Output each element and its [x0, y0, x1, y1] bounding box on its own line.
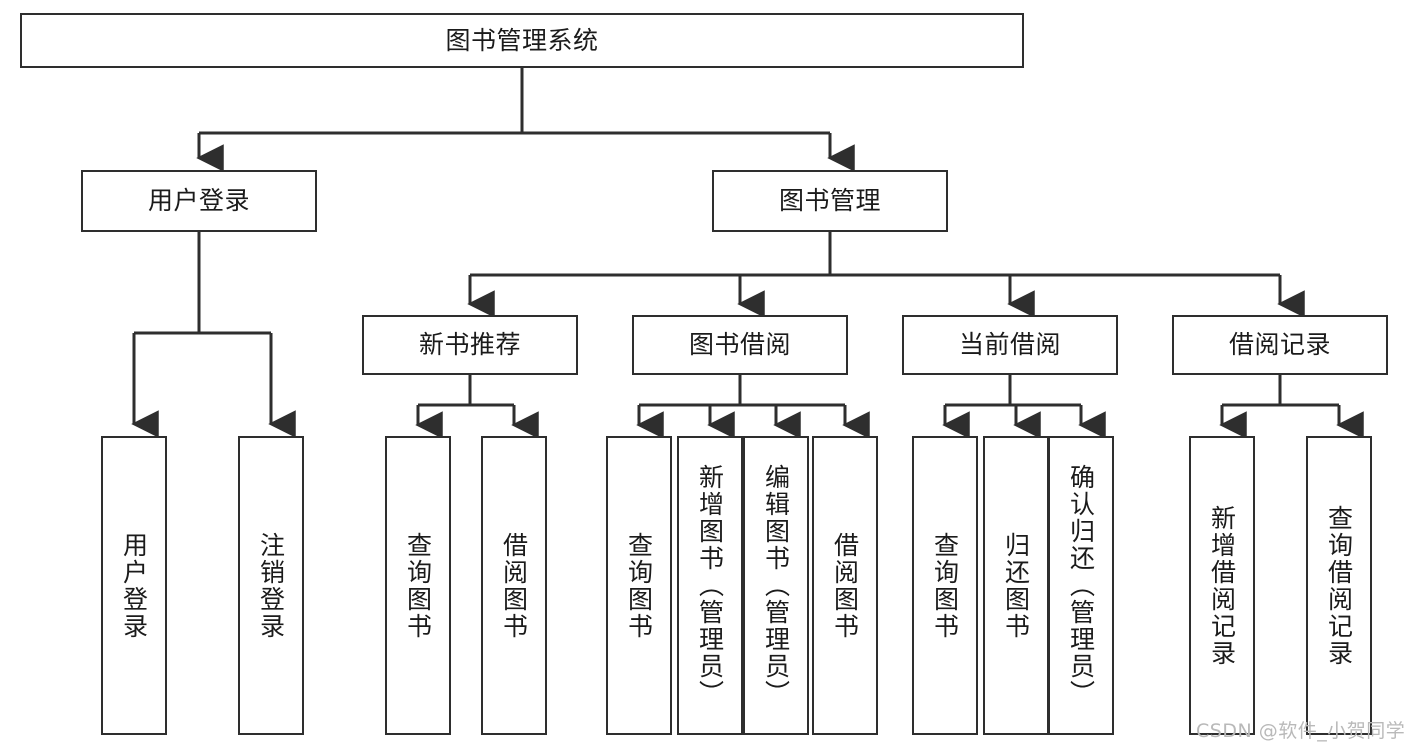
leaf-return-book-label: 归还图书	[1001, 531, 1031, 640]
node-root-label: 图书管理系统	[445, 25, 599, 55]
node-book-management[interactable]: 图书管理	[712, 170, 948, 232]
edges-level1	[196, 68, 855, 172]
leaf-query-book-borrow[interactable]: 查询图书	[606, 436, 672, 735]
leaf-user-login-label: 用户登录	[119, 531, 149, 640]
leaf-return-book[interactable]: 归还图书	[983, 436, 1049, 735]
leaf-add-borrow-record-label: 新增借阅记录	[1207, 504, 1237, 667]
leaf-query-book-current[interactable]: 查询图书	[912, 436, 978, 735]
edges-user-login	[131, 232, 296, 438]
node-current-borrow-label: 当前借阅	[958, 330, 1061, 360]
node-user-login-label: 用户登录	[147, 186, 250, 216]
node-current-borrow[interactable]: 当前借阅	[902, 315, 1118, 375]
leaf-query-borrow-record-label: 查询借阅记录	[1324, 504, 1354, 667]
leaf-query-book-current-label: 查询图书	[930, 531, 960, 640]
leaf-query-book-recommend[interactable]: 查询图书	[385, 436, 451, 735]
node-new-book-recommend[interactable]: 新书推荐	[362, 315, 578, 375]
node-user-login[interactable]: 用户登录	[81, 170, 317, 232]
leaf-borrow-book-label: 借阅图书	[830, 531, 860, 640]
leaf-query-book-borrow-label: 查询图书	[624, 531, 654, 640]
node-new-book-recommend-label: 新书推荐	[418, 330, 521, 360]
edges-borrow-record	[1219, 375, 1364, 439]
node-borrow-record[interactable]: 借阅记录	[1172, 315, 1388, 375]
edges-new-book	[415, 375, 539, 439]
leaf-query-borrow-record[interactable]: 查询借阅记录	[1306, 436, 1372, 735]
leaf-confirm-return-admin[interactable]: 确认归还（管理员）	[1048, 436, 1114, 735]
leaf-logout[interactable]: 注销登录	[238, 436, 304, 735]
leaf-user-login[interactable]: 用户登录	[101, 436, 167, 735]
leaf-confirm-return-admin-label: 确认归还（管理员）	[1066, 464, 1096, 707]
csdn-watermark: CSDN @软件_小贺同学	[1196, 720, 1405, 742]
leaf-query-book-recommend-label: 查询图书	[403, 531, 433, 640]
edges-book-mgmt	[467, 232, 1305, 318]
leaf-add-book-admin-label: 新增图书（管理员）	[695, 464, 725, 707]
leaf-edit-book-admin[interactable]: 编辑图书（管理员）	[743, 436, 809, 735]
leaf-edit-book-admin-label: 编辑图书（管理员）	[761, 464, 791, 707]
edges-current-borrow	[942, 375, 1106, 439]
node-book-borrow[interactable]: 图书借阅	[632, 315, 848, 375]
node-root[interactable]: 图书管理系统	[20, 13, 1024, 68]
leaf-logout-label: 注销登录	[256, 531, 286, 640]
node-borrow-record-label: 借阅记录	[1228, 330, 1331, 360]
leaf-add-borrow-record[interactable]: 新增借阅记录	[1189, 436, 1255, 735]
edges-book-borrow	[636, 375, 870, 439]
node-book-management-label: 图书管理	[778, 186, 881, 216]
leaf-borrow-book-recommend[interactable]: 借阅图书	[481, 436, 547, 735]
leaf-borrow-book-recommend-label: 借阅图书	[499, 531, 529, 640]
leaf-add-book-admin[interactable]: 新增图书（管理员）	[677, 436, 743, 735]
node-book-borrow-label: 图书借阅	[688, 330, 791, 360]
leaf-borrow-book[interactable]: 借阅图书	[812, 436, 878, 735]
